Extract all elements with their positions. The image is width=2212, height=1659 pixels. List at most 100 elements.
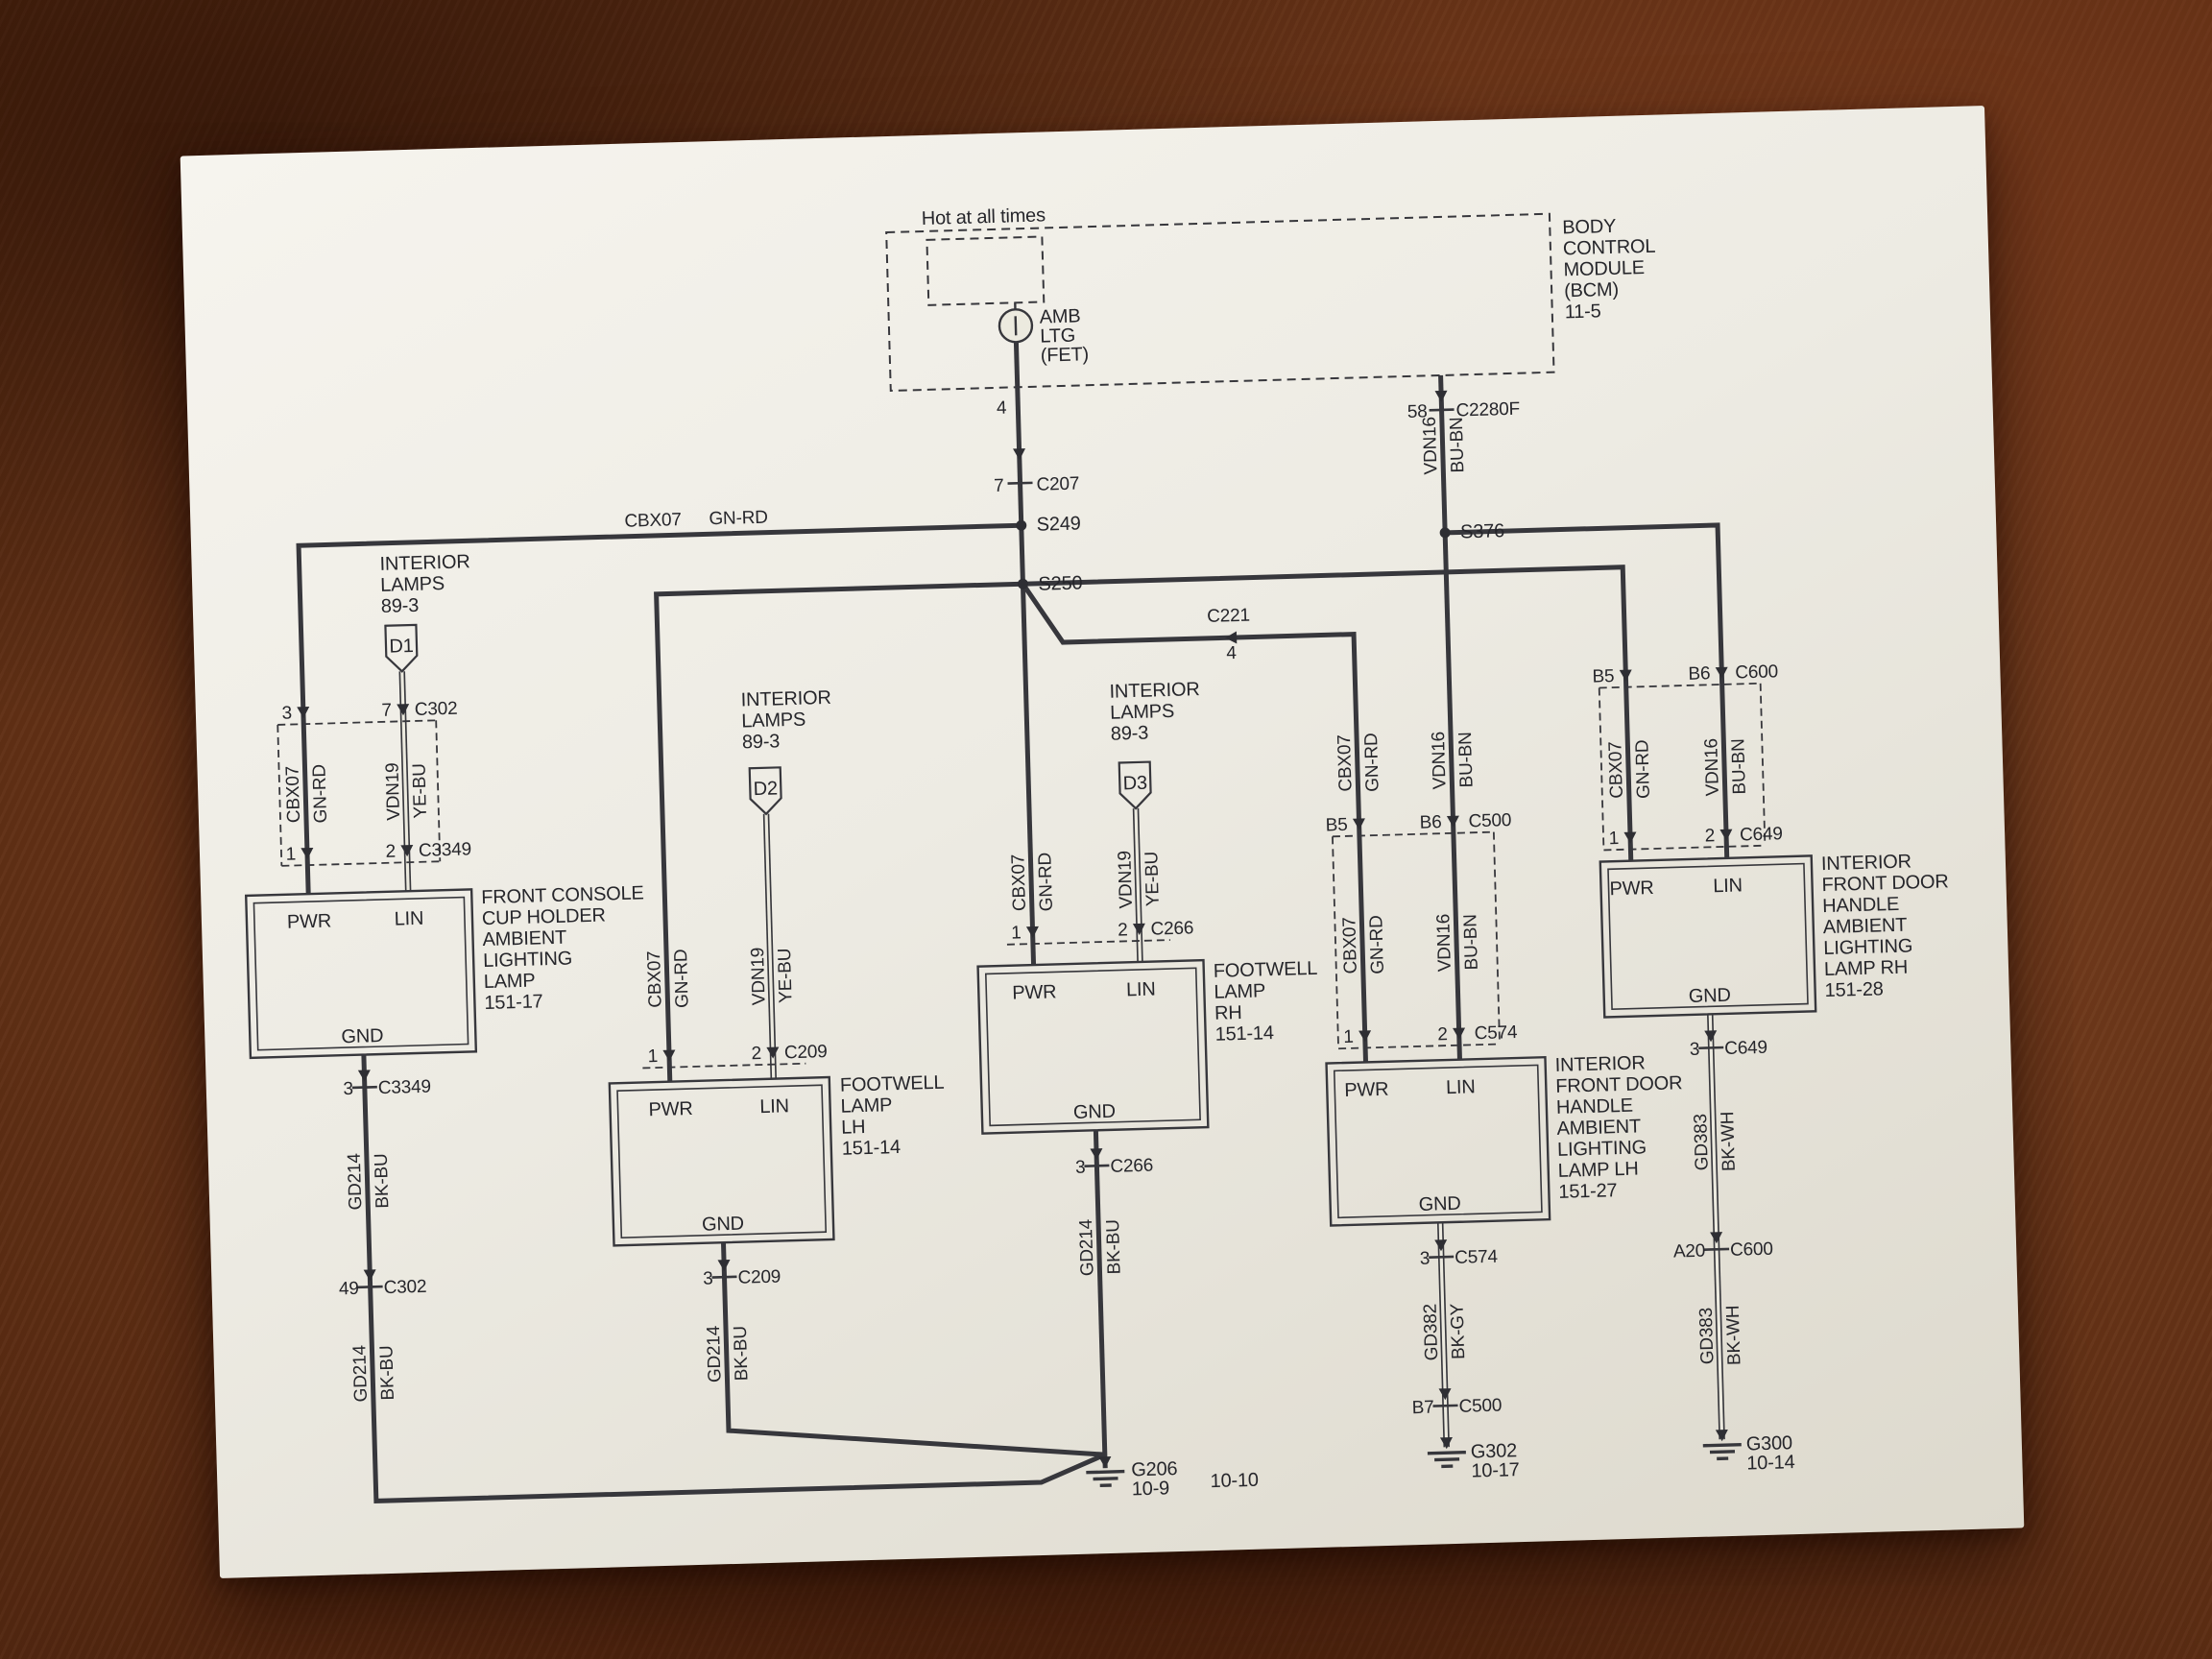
wire-color-label: GN-RD (1361, 733, 1383, 792)
terminal-label: GND (702, 1214, 744, 1236)
terminal-label: GND (341, 1025, 383, 1047)
component-name-line: FRONT DOOR (1821, 871, 1949, 896)
interior-lamps-line: 89-3 (1111, 723, 1149, 745)
wire-code-label: CBX07 (1008, 854, 1030, 912)
interior-lamps-line: INTERIOR (1109, 679, 1200, 703)
pin-number: 4 (1226, 643, 1238, 663)
interior-lamps-line: LAMPS (380, 573, 445, 596)
terminal-label: GND (1689, 985, 1731, 1007)
wire-code-label: VDN16 (1433, 914, 1455, 973)
wire-color-label: BK-BU (1103, 1219, 1125, 1275)
g302-symbol (1427, 1450, 1466, 1469)
wire-code-label: VDN19 (382, 762, 404, 821)
pin-number: 3 (1690, 1040, 1700, 1060)
pin-number: 1 (1011, 923, 1022, 943)
terminal-label: LIN (1713, 875, 1743, 897)
pin-number: 2 (385, 842, 396, 862)
component-name-line: 151-17 (484, 991, 543, 1014)
wire-code-label: VDN19 (748, 948, 770, 1006)
door-handle-lamp-lh-box (1325, 1055, 1551, 1227)
footwell-lamp-rh-box (976, 958, 1210, 1135)
wire-color-label: BU-BN (1728, 738, 1750, 795)
connector-name: C574 (1455, 1247, 1499, 1268)
component-name-line: LAMP LH (1557, 1159, 1638, 1182)
pin-number: A20 (1673, 1241, 1706, 1262)
pin-number: B6 (1688, 663, 1710, 685)
wire-color-label: GN-RD (671, 949, 693, 1008)
wire-color-label: BU-BN (1455, 732, 1478, 788)
wire-color-label: GN-RD (1632, 739, 1654, 799)
terminal-label: GND (1418, 1193, 1460, 1215)
terminal-label: PWR (287, 910, 332, 932)
diode-id: D3 (1122, 773, 1147, 795)
component-name-line: LIGHTING (1823, 935, 1912, 959)
pin-number: B5 (1592, 666, 1614, 687)
wire-color-label: BU-BN (1447, 417, 1469, 473)
ground-ref: 10-10 (1210, 1470, 1259, 1492)
component-name-line: LAMP (1214, 980, 1265, 1002)
component-name-line: AMBIENT (1556, 1116, 1641, 1139)
wire-code-label: VDN16 (1420, 417, 1442, 475)
terminal-label: PWR (1344, 1079, 1389, 1101)
paper-sheet: Hot at all times BODY CONTROL MODULE (BC… (180, 106, 2025, 1578)
component-name-line: LAMP (840, 1094, 892, 1117)
bcm-name-line: (BCM) (1564, 279, 1619, 302)
pin-number: 2 (1437, 1024, 1448, 1045)
terminal-label: PWR (1609, 878, 1654, 900)
ground-id: G300 (1745, 1432, 1792, 1455)
component-name-line: HANDLE (1556, 1095, 1634, 1118)
wiring-diagram: Hot at all times BODY CONTROL MODULE (BC… (244, 204, 1949, 1503)
splice-s249 (1016, 519, 1027, 531)
component-name-line: FRONT DOOR (1555, 1072, 1683, 1097)
bcm-name-line: BODY (1562, 216, 1616, 239)
labels: Hot at all times BODY CONTROL MODULE (BC… (281, 204, 1949, 1500)
pin-number: B7 (1411, 1398, 1433, 1419)
connector-name: C302 (383, 1277, 426, 1298)
wire-color-label: BK-WH (1718, 1111, 1740, 1171)
pin-number: 1 (647, 1046, 658, 1067)
wire-color-label: BK-WH (1723, 1305, 1745, 1365)
wire-code-label: CBX07 (1339, 917, 1361, 974)
wire-code-label: CBX07 (644, 950, 666, 1008)
pin-number: 1 (1608, 829, 1619, 849)
wire-code-label: CBX07 (1605, 741, 1627, 799)
wire-code-label: VDN19 (1115, 851, 1137, 909)
interior-lamps-line: 89-3 (381, 595, 420, 617)
component-name-line: FOOTWELL (1214, 958, 1318, 982)
wire-color-label: BK-GY (1448, 1303, 1470, 1359)
wire-code-label: GD214 (704, 1325, 726, 1382)
wire-code-label: GD214 (345, 1152, 367, 1210)
interior-lamps-line: 89-3 (742, 731, 781, 753)
wire-color-label: BK-BU (376, 1345, 398, 1401)
wire-color-label: BK-BU (731, 1326, 753, 1382)
bcm-module-outline (885, 212, 1555, 392)
component-name-line: INTERIOR (1554, 1052, 1646, 1076)
wire-code-label: GD382 (1421, 1304, 1443, 1361)
component-boxes (244, 854, 1817, 1247)
pin-number: B6 (1419, 812, 1441, 833)
component-name-line: LAMP (484, 971, 536, 993)
component-name-line: 151-27 (1558, 1180, 1618, 1203)
ground-id: G206 (1131, 1458, 1178, 1480)
connector-name: C266 (1110, 1156, 1153, 1177)
pin-number: 3 (343, 1079, 353, 1099)
component-name-line: HANDLE (1822, 894, 1900, 917)
connector-name: C209 (737, 1267, 781, 1288)
wire-code-label: GD214 (1076, 1218, 1098, 1276)
pin-number: 7 (381, 701, 392, 721)
g300-symbol (1702, 1442, 1742, 1461)
pin-number: 2 (1704, 826, 1715, 846)
connector-name: C266 (1150, 918, 1193, 939)
wire-color-label: YE-BU (1142, 852, 1164, 907)
wire-code-label: GD383 (1691, 1114, 1713, 1171)
wire-color-label: YE-BU (409, 763, 431, 819)
fet-label-line: AMB (1039, 305, 1080, 327)
connector-name: C600 (1735, 661, 1778, 683)
wire-code-label: VDN16 (1429, 732, 1451, 790)
splice-dots (1016, 519, 1451, 589)
bcm-name-line: 11-5 (1564, 301, 1600, 323)
hot-at-all-times-label: Hot at all times (921, 204, 1046, 229)
connector-name: C574 (1474, 1022, 1518, 1044)
interior-lamps-line: INTERIOR (740, 687, 831, 711)
connector-ticks (351, 408, 1730, 1407)
